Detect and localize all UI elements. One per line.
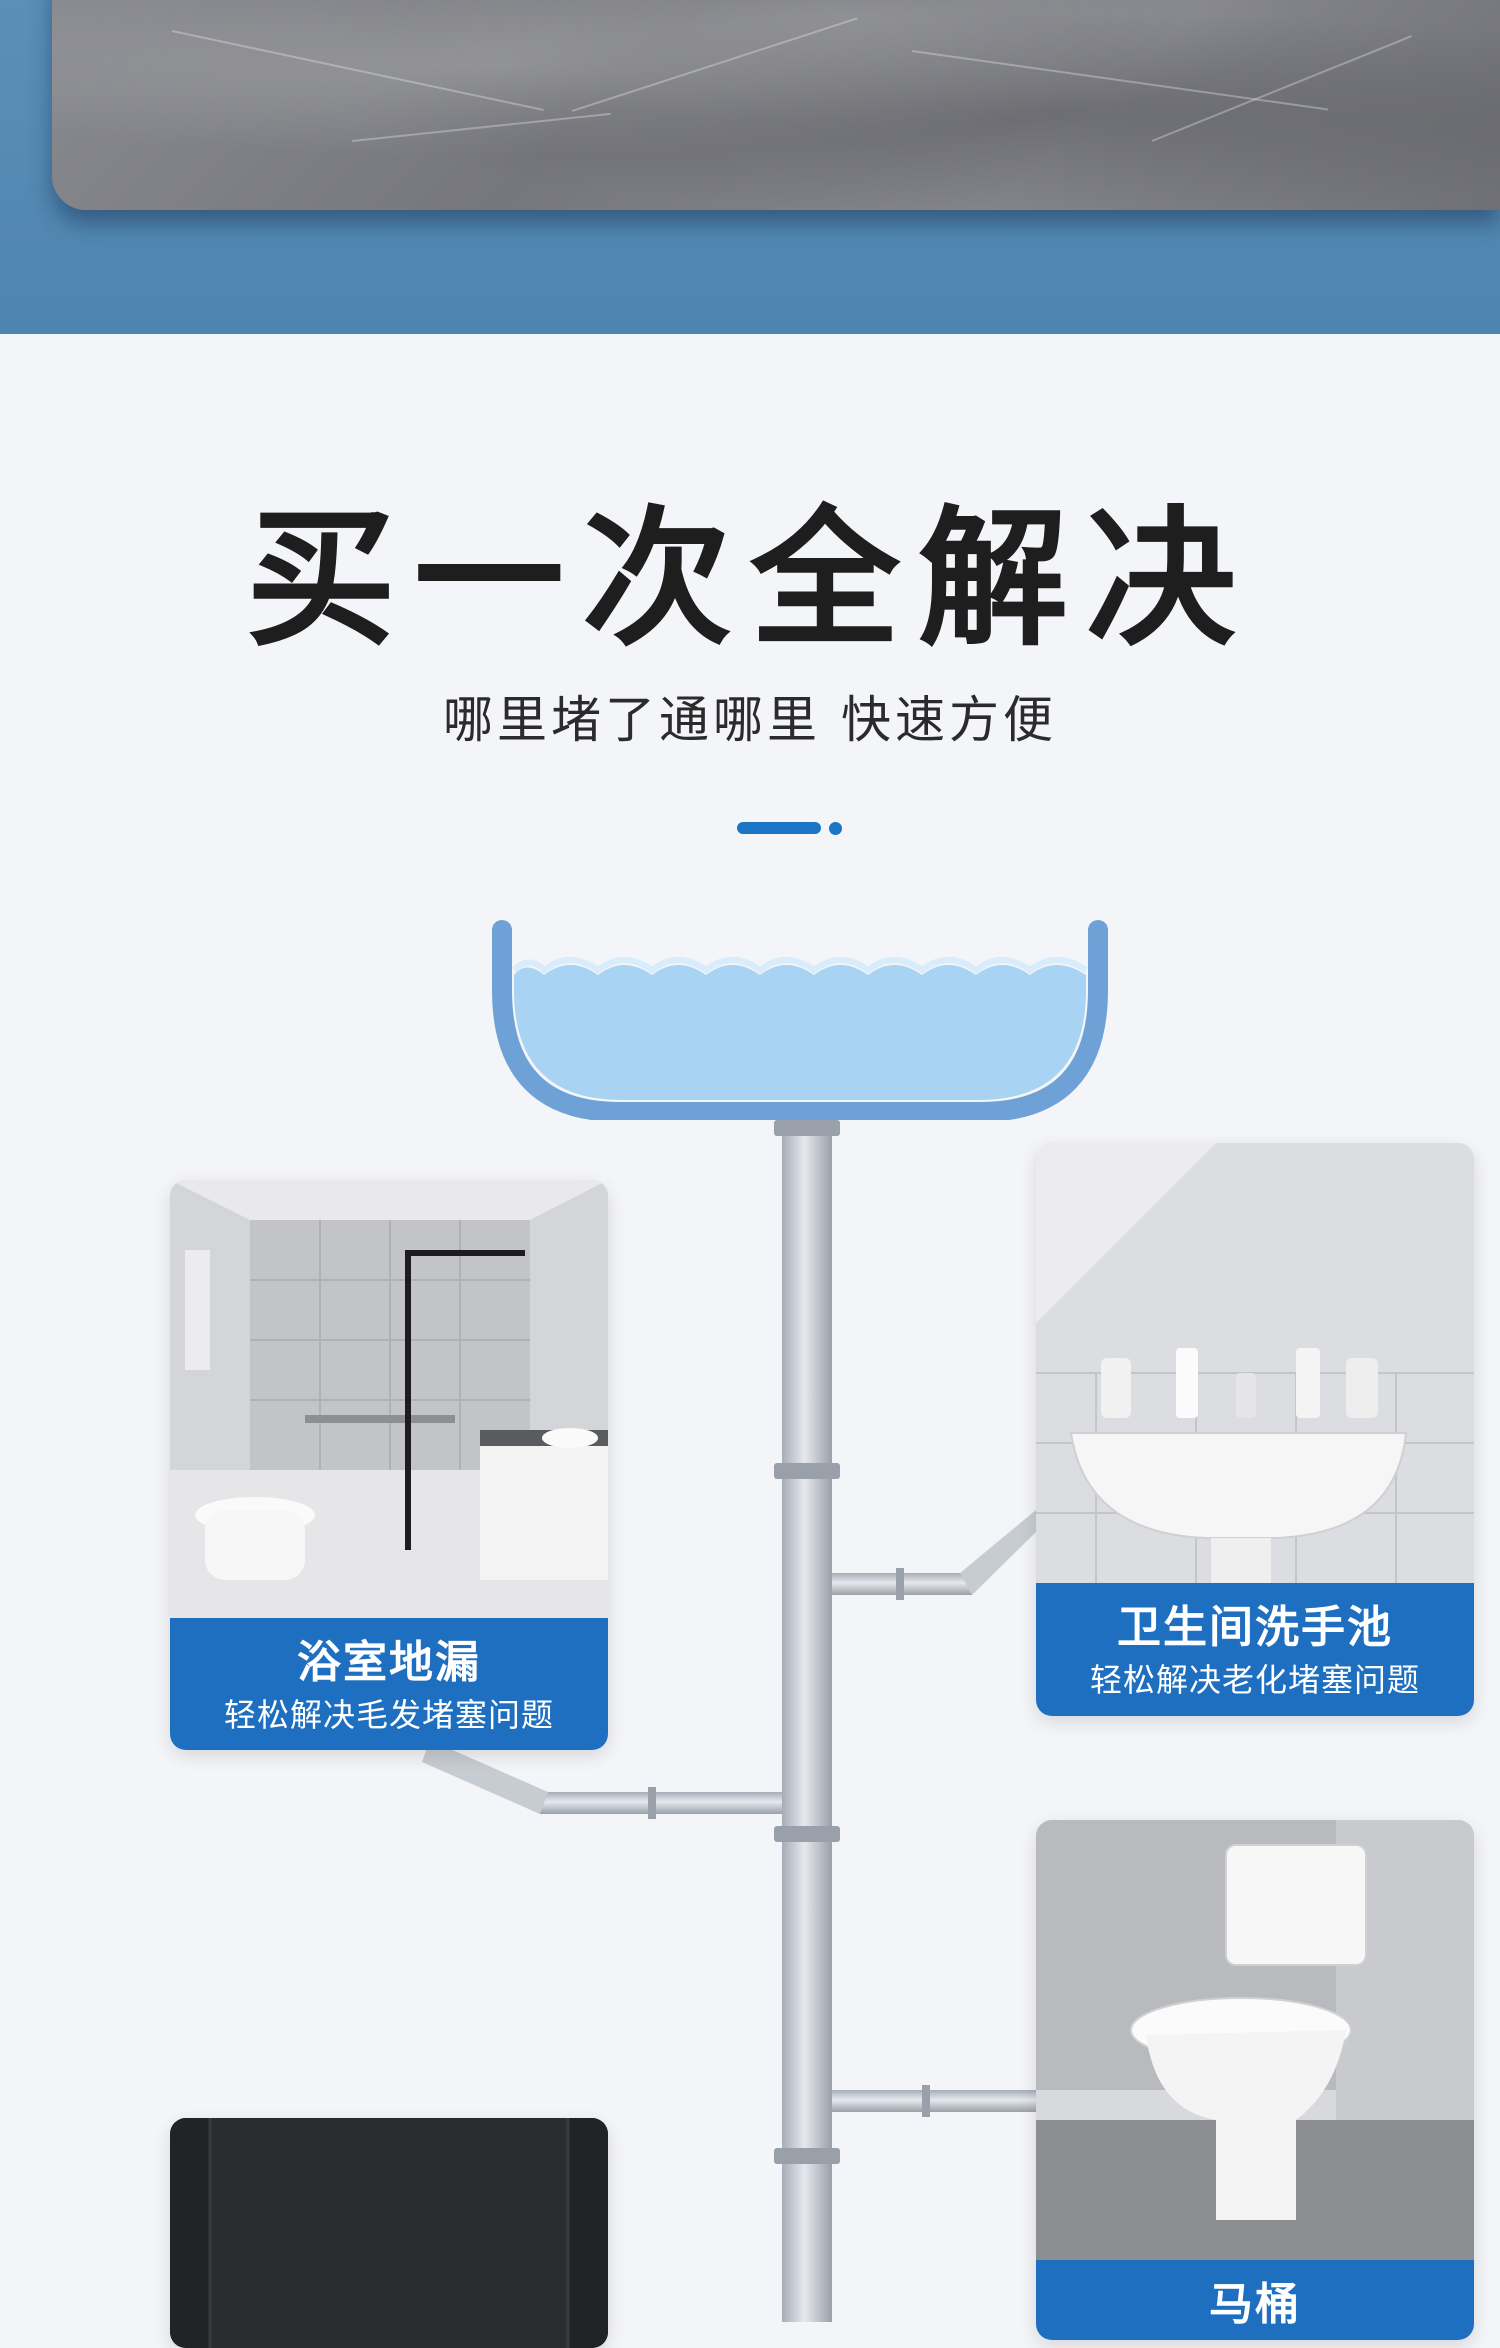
card-dark-partial (170, 2118, 608, 2348)
card-floor-drain-label: 浴室地漏 轻松解决毛发堵塞问题 (170, 1618, 608, 1750)
card-description: 轻松解决毛发堵塞问题 (223, 1696, 554, 1734)
card-description: 轻松解决老化堵塞问题 (1089, 1661, 1420, 1699)
divider-dot (829, 822, 842, 835)
headline: 买一次全解决 (245, 493, 1254, 667)
card-washbasin-label: 卫生间洗手池 轻松解决老化堵塞问题 (1036, 1583, 1474, 1716)
toilet-photo (1036, 1820, 1474, 2260)
card-title: 马桶 (1209, 2279, 1301, 2330)
top-banner (0, 0, 1500, 334)
card-toilet-label: 马桶 (1036, 2260, 1474, 2340)
marble-slab-image (52, 0, 1500, 210)
card-title: 卫生间洗手池 (1117, 1602, 1393, 1653)
bathroom-shower-photo (170, 1180, 608, 1618)
subheadline: 哪里堵了通哪里 快速方便 (443, 691, 1057, 749)
divider-bar (737, 822, 821, 834)
card-floor-drain: 浴室地漏 轻松解决毛发堵塞问题 (170, 1180, 608, 1750)
dark-panel-photo (170, 2118, 608, 2348)
water-basin-graphic (492, 920, 1108, 1120)
card-washbasin: 卫生间洗手池 轻松解决老化堵塞问题 (1036, 1143, 1474, 1716)
card-toilet: 马桶 (1036, 1820, 1474, 2340)
washbasin-photo (1036, 1143, 1474, 1583)
card-title: 浴室地漏 (297, 1637, 481, 1688)
